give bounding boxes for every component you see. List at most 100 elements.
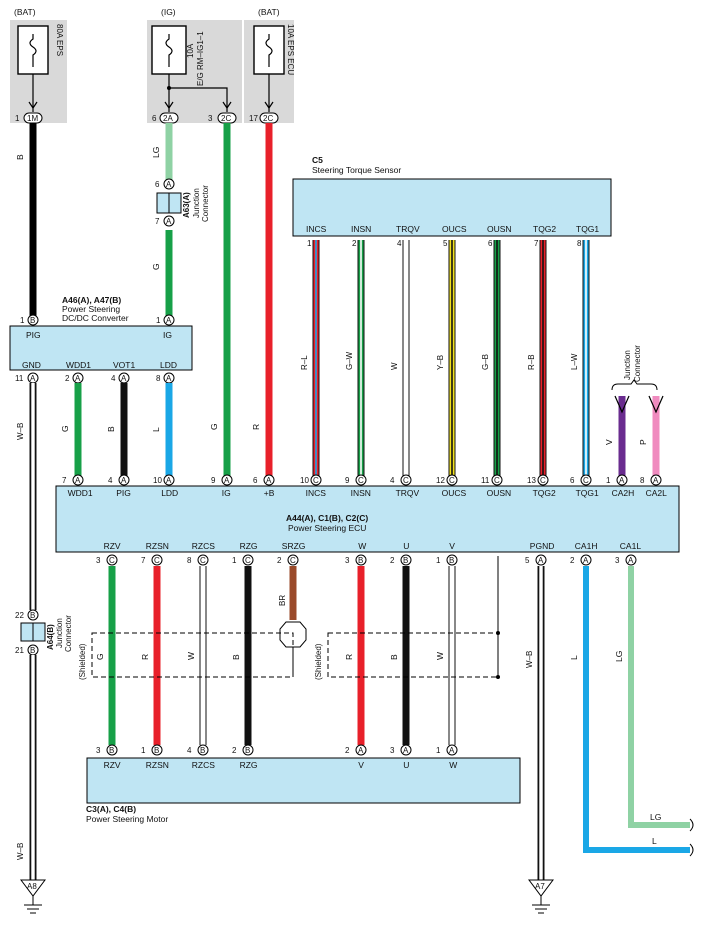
converter-code: A46(A), A47(B) bbox=[62, 295, 121, 305]
svg-text:A: A bbox=[30, 374, 36, 383]
svg-text:VOT1: VOT1 bbox=[113, 360, 135, 370]
svg-text:A: A bbox=[166, 316, 172, 325]
ecu-bottom-pin-id: A bbox=[583, 556, 589, 565]
svg-text:W–B: W–B bbox=[16, 423, 25, 440]
shield-label-right: (Shielded) bbox=[314, 643, 323, 680]
ecu-top-pin-id: A bbox=[166, 476, 172, 485]
ecu-bottom-pin-label: RZSN bbox=[146, 541, 169, 551]
sensor-pin-label: OUCS bbox=[442, 224, 467, 234]
ecu-top-pin: C 10 bbox=[300, 474, 322, 486]
ecu-code: A44(A), C1(B), C2(C) bbox=[286, 513, 368, 523]
sensor-wire-code: L–W bbox=[570, 353, 579, 370]
svg-text:2C: 2C bbox=[263, 114, 273, 123]
wires-converter-ecu: G B L W–B bbox=[16, 383, 173, 610]
junction-a63-code: A63(A) bbox=[182, 192, 191, 218]
fuse-eps-ecu-label: 10A EPS ECU bbox=[286, 24, 295, 75]
svg-text:LG: LG bbox=[151, 147, 161, 158]
svg-text:B: B bbox=[389, 654, 399, 660]
ecu-bottom-pin-id: C bbox=[154, 556, 160, 565]
svg-text:LG: LG bbox=[650, 812, 661, 822]
sensor-pin-label: INSN bbox=[351, 224, 371, 234]
svg-text:11: 11 bbox=[15, 374, 24, 383]
ecu-top-pin-id: C bbox=[313, 476, 319, 485]
motor-pin-id: B bbox=[154, 746, 159, 755]
junction-right-name1: Junction bbox=[623, 350, 632, 380]
fuse-eps-ecu: (BAT) 10A EPS ECU bbox=[244, 7, 295, 123]
svg-text:10A: 10A bbox=[186, 43, 195, 58]
svg-text:V: V bbox=[604, 439, 614, 445]
ecu-top-pin-id: C bbox=[540, 476, 546, 485]
ecu-bottom-pin-no: 1 bbox=[436, 556, 441, 565]
junction-a64-name1: Junction bbox=[55, 618, 64, 648]
ecu-top-pin-label: TQG2 bbox=[533, 488, 556, 498]
junction-a64-code: A64(B) bbox=[46, 624, 55, 650]
fuse-egrm: (IG) 10A E/G RM–IG1–1 bbox=[147, 7, 242, 123]
svg-text:G: G bbox=[60, 425, 70, 432]
svg-text:3: 3 bbox=[208, 114, 213, 123]
ecu-top-pin: A9 bbox=[211, 474, 233, 486]
sensor-pin-no: 8 bbox=[577, 239, 582, 248]
sensor-pin-no: 6 bbox=[488, 239, 493, 248]
ecu-top-pin-label: CA2L bbox=[646, 488, 668, 498]
motor-pin: B1 bbox=[141, 744, 163, 756]
fuse-eps-source: (BAT) bbox=[14, 7, 36, 17]
fuse-eps-ecu-source: (BAT) bbox=[258, 7, 280, 17]
svg-text:L: L bbox=[652, 836, 657, 846]
svg-text:4: 4 bbox=[111, 374, 116, 383]
svg-text:B: B bbox=[30, 646, 35, 655]
ecu-bottom-pin: C1 bbox=[232, 554, 254, 566]
converter-name1: Power Steering bbox=[62, 304, 120, 314]
svg-text:2A: 2A bbox=[163, 114, 173, 123]
ecu-top-pin-no: 11 bbox=[481, 476, 490, 485]
shield-label-left: (Shielded) bbox=[78, 643, 87, 680]
motor-pin-no: 3 bbox=[390, 746, 395, 755]
svg-text:IG: IG bbox=[163, 330, 172, 340]
svg-text:LG: LG bbox=[614, 651, 624, 662]
motor-pin-id: A bbox=[449, 746, 455, 755]
svg-text:B: B bbox=[106, 426, 116, 432]
svg-text:GND: GND bbox=[22, 360, 41, 370]
ecu-top-pin: A4 bbox=[108, 474, 130, 486]
ecu-bottom-pin-id: A bbox=[538, 556, 544, 565]
svg-text:W–B: W–B bbox=[525, 651, 534, 668]
ecu-bottom-pin-label: CA1L bbox=[620, 541, 642, 551]
ecu-bottom-pin-label: RZCS bbox=[192, 541, 215, 551]
ecu-bottom-pin: A2 bbox=[570, 554, 592, 566]
svg-text:BR: BR bbox=[278, 595, 287, 606]
wires-ecu-motor: G R W B BR (Shielded) R B W (Shielded) W… bbox=[78, 556, 694, 880]
wire-b-ecu: R bbox=[251, 123, 273, 476]
ecu-top-pin: A 10 bbox=[153, 474, 175, 486]
ecu-bottom-pin: C3 bbox=[96, 554, 118, 566]
junction-a64: B22 B21 A64(B) Junction Connector W–B bbox=[15, 609, 73, 880]
ecu-top-pin-no: 8 bbox=[640, 476, 645, 485]
ecu-bottom-pin: A3 bbox=[615, 554, 637, 566]
svg-text:7: 7 bbox=[155, 217, 160, 226]
motor-pin: B4 bbox=[187, 744, 209, 756]
converter-name2: DC/DC Converter bbox=[62, 313, 129, 323]
ecu-top-pin-no: 10 bbox=[153, 476, 162, 485]
ecu-top-pin: C9 bbox=[345, 474, 367, 486]
ecu-bottom-pin-no: 5 bbox=[525, 556, 530, 565]
svg-text:G: G bbox=[209, 423, 219, 430]
ecu-bottom-pin-id: C bbox=[200, 556, 206, 565]
svg-text:WDD1: WDD1 bbox=[66, 360, 91, 370]
ecu-top-pin-label: INCS bbox=[306, 488, 327, 498]
ecu-top-pin-no: 10 bbox=[300, 476, 309, 485]
ecu-top-pin-group: A7WDD1A4PIGA10LDDA9IGA6+BC10INCSC9INSNC4… bbox=[62, 474, 668, 498]
svg-text:21: 21 bbox=[15, 646, 24, 655]
ecu-bottom-pin-id: B bbox=[358, 556, 363, 565]
ecu-top-pin: A8 bbox=[640, 474, 662, 486]
ecu-top-pin-label: TRQV bbox=[396, 488, 420, 498]
motor-pin-no: 1 bbox=[436, 746, 441, 755]
ecu-top-pin: A7 bbox=[62, 474, 84, 486]
sensor-wire-code: Y–B bbox=[436, 355, 445, 370]
ecu-top-pin-id: A bbox=[653, 476, 659, 485]
sensor-name: Steering Torque Sensor bbox=[312, 165, 401, 175]
sensor-pin-label: OUSN bbox=[487, 224, 512, 234]
svg-text:LDD: LDD bbox=[160, 360, 177, 370]
ecu-top-pin-no: 6 bbox=[253, 476, 258, 485]
motor-pin-id: B bbox=[245, 746, 250, 755]
sensor-wire-code: G–W bbox=[345, 351, 354, 370]
junction-a63: A 6 A 7 A63(A) Junction Connector bbox=[155, 178, 210, 227]
